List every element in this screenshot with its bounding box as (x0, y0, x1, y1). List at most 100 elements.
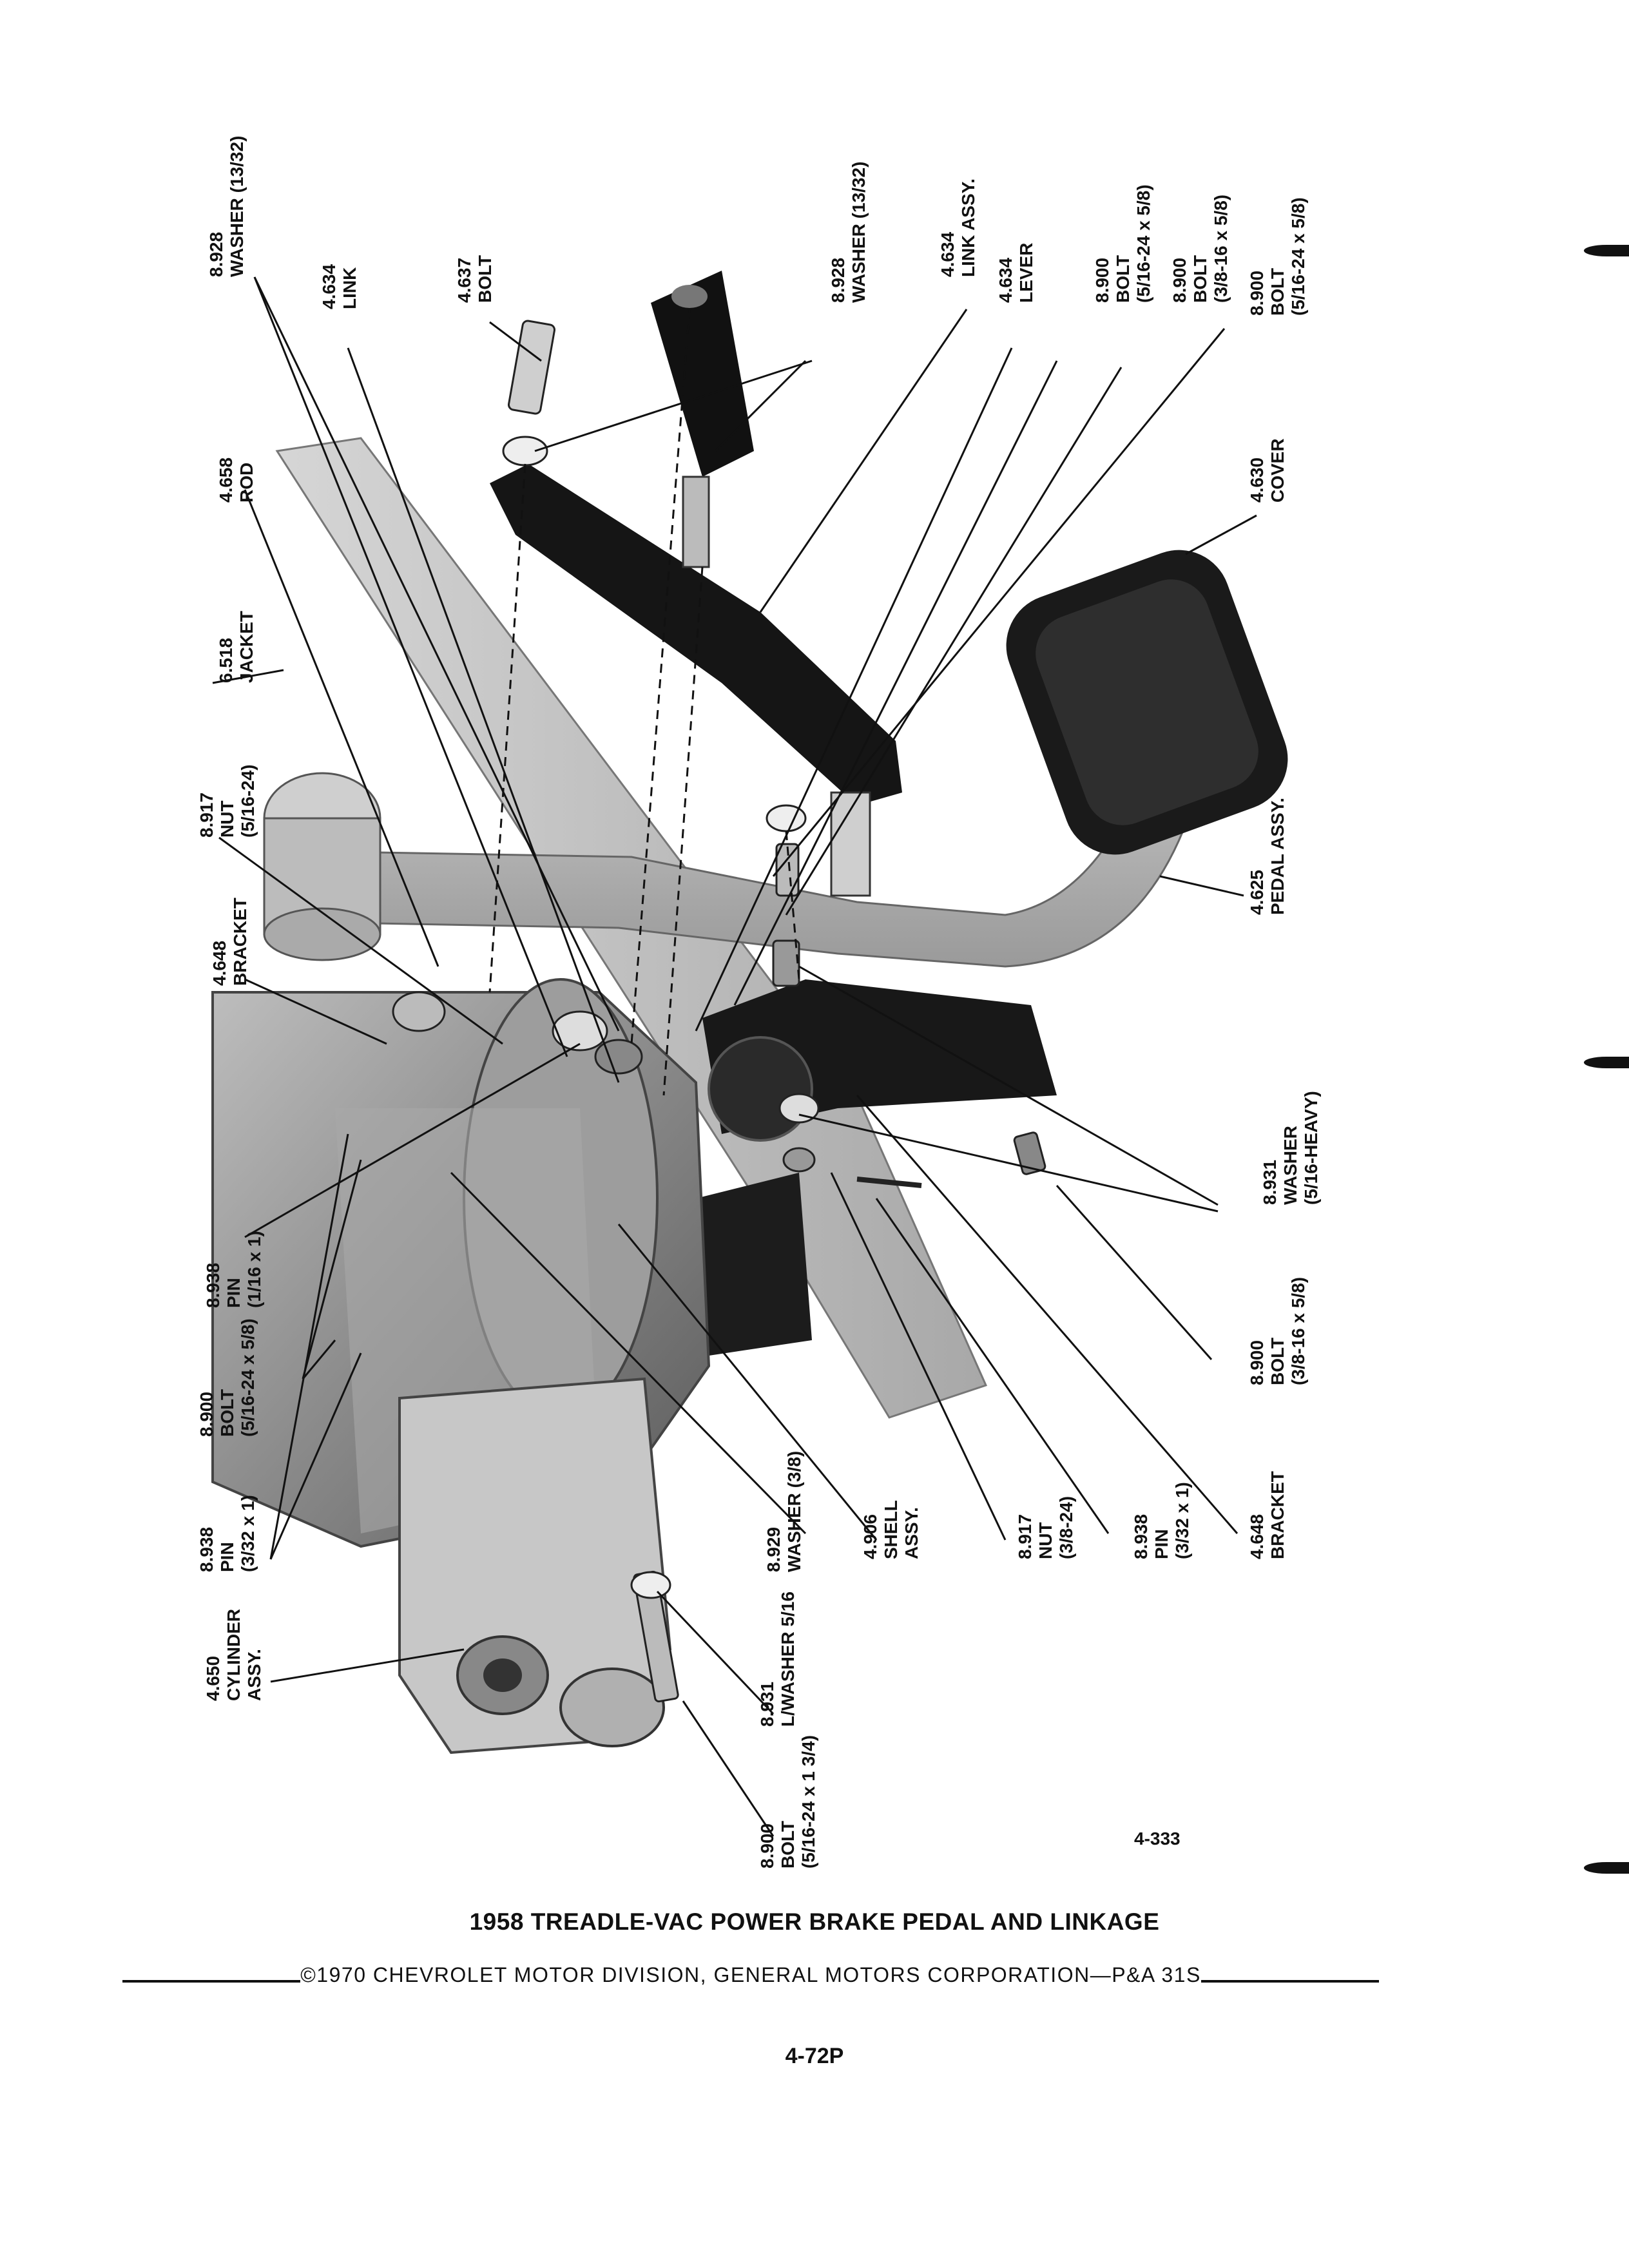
callout-line: 6.518 (216, 638, 236, 683)
callout-line: PIN (224, 1278, 244, 1308)
callout-line: 8.900 (1247, 1340, 1267, 1385)
callout-line: (3/32 x 1) (1172, 1482, 1192, 1559)
callout-line: BRACKET (1268, 1471, 1287, 1559)
callout-line: L/WASHER 5/16 (778, 1591, 798, 1727)
callout-line: 8.938 (1131, 1514, 1151, 1559)
figure-number: 4-333 (1134, 1829, 1181, 1849)
callout-line: PIN (1152, 1529, 1171, 1559)
callout-line: (5/16-24 x 1 3/4) (798, 1735, 818, 1869)
lever-part (490, 464, 902, 897)
callout-line: BOLT (1268, 1338, 1287, 1385)
callout-line: 4.650 (203, 1656, 223, 1701)
pedal-cover-part (1006, 550, 1288, 855)
callout-line: COVER (1268, 438, 1287, 503)
callout-line: 8.900 (757, 1823, 777, 1869)
callout-line: BOLT (1113, 255, 1133, 303)
callout-line: NUT (1036, 1522, 1055, 1559)
cylinder-assy-part (398, 1377, 672, 1754)
callout-line: WASHER (3/8) (784, 1451, 804, 1572)
callout-line: 8.900 (1247, 271, 1267, 316)
callout-line: 8.929 (764, 1527, 784, 1572)
callout-line: BOLT (778, 1821, 798, 1869)
callout-line: (3/8-16 x 5/8) (1211, 195, 1231, 303)
callout-line: 4.630 (1247, 457, 1267, 503)
callout-line: 4.634 (938, 232, 958, 277)
callout-line: (5/16-24 x 5/8) (1288, 197, 1308, 316)
callout-line: ASSY. (244, 1649, 264, 1701)
callout-line: 4.658 (216, 457, 236, 503)
callout-line: WASHER (1280, 1126, 1300, 1205)
callout-line: SHELL (881, 1500, 901, 1559)
binding-mark-middle (1584, 1057, 1629, 1068)
callout-line: (1/16 x 1) (244, 1231, 264, 1308)
callout-line: 8.900 (197, 1392, 217, 1437)
callout-line: WASHER (13/32) (227, 136, 247, 277)
callout-line: 8.928 (206, 232, 226, 277)
callout-line: PIN (217, 1542, 237, 1572)
callout-line: LINK ASSY. (958, 178, 978, 277)
callout-line: 8.928 (828, 258, 848, 303)
callout-line: 4.634 (319, 264, 339, 309)
callout-line: NUT (217, 800, 237, 838)
callout-line: (5/16-24 x 5/8) (238, 1318, 258, 1437)
callout-line: JACKET (236, 611, 256, 683)
callout-line: ASSY. (901, 1507, 921, 1559)
callout-line: 4.637 (454, 258, 474, 303)
copyright-text: ©1970 CHEVROLET MOTOR DIVISION, GENERAL … (300, 1963, 1201, 1986)
callout-line: LINK (340, 267, 360, 309)
callout-line: 8.917 (197, 793, 217, 838)
callout-line: 4.906 (860, 1514, 880, 1559)
callout-line: CYLINDER (224, 1609, 244, 1701)
callout-line: 4.648 (209, 941, 229, 986)
callout-line: 8.938 (197, 1527, 217, 1572)
callout-line: 8.938 (203, 1263, 223, 1308)
callout-line: BRACKET (230, 898, 250, 986)
link-assy-part (651, 271, 754, 568)
callout-line: 4.634 (996, 258, 1016, 303)
callout-line: 4.625 (1247, 870, 1267, 915)
callout-line: (5/16-24) (238, 764, 258, 838)
callout-line: PEDAL ASSY. (1268, 798, 1287, 915)
callout-line: (3/8-16 x 5/8) (1288, 1277, 1308, 1385)
callout-line: BOLT (1268, 268, 1287, 316)
callout-line: 8.900 (1170, 258, 1190, 303)
callout-line: LEVER (1016, 243, 1036, 303)
callout-line: (3/8-24) (1056, 1496, 1076, 1559)
callout-line: 4.648 (1247, 1514, 1267, 1559)
binding-mark-top (1584, 245, 1629, 256)
copyright-line: ©1970 CHEVROLET MOTOR DIVISION, GENERAL … (122, 1959, 1379, 1991)
callout-line: (5/16-HEAVY) (1301, 1091, 1321, 1205)
rule-left (122, 1980, 301, 1983)
callout-line: 8.900 (1092, 258, 1112, 303)
callout-line: 8.931 (1260, 1160, 1280, 1205)
callout-line: ROD (236, 463, 256, 503)
callout-line: (5/16-24 x 5/8) (1133, 184, 1153, 303)
callout-line: (3/32 x 1) (238, 1495, 258, 1572)
